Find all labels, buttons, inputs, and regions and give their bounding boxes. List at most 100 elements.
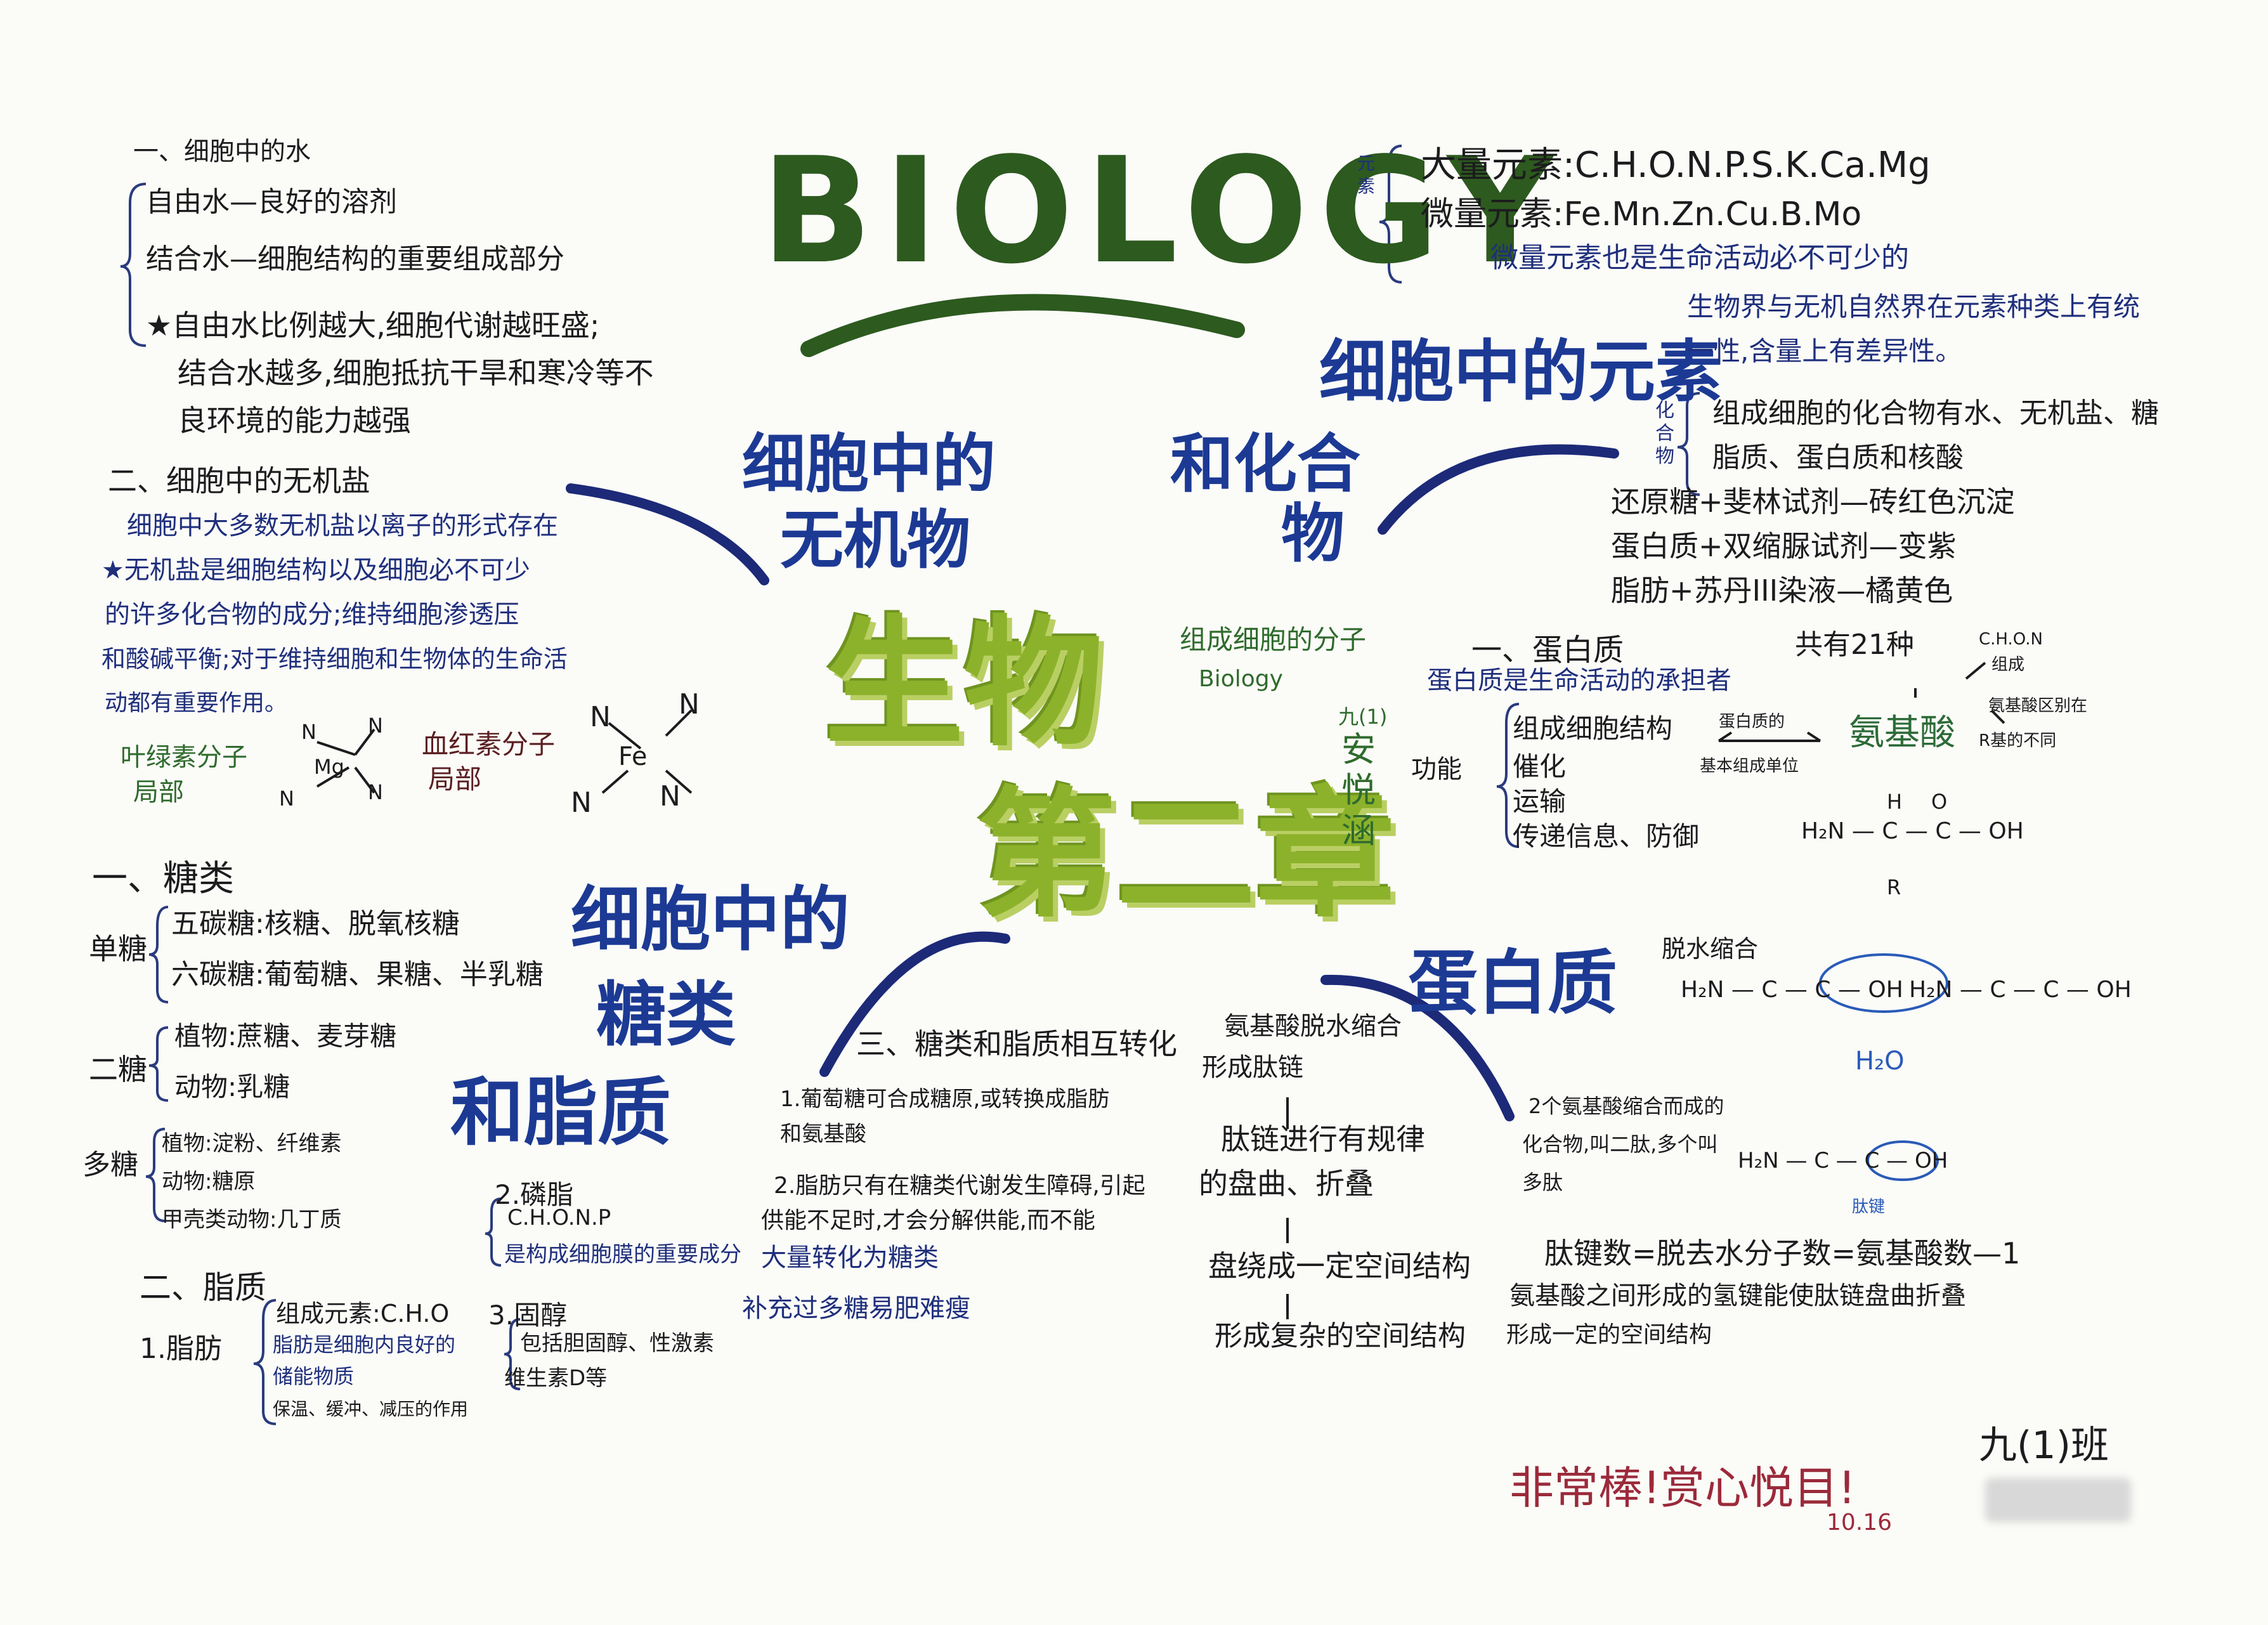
- amino-common-1: 氨基酸区别在: [1988, 696, 2088, 715]
- amino-cho-n: C.H.O.N: [1979, 630, 2043, 649]
- water-note-1: ★自由水比例越大,细胞代谢越旺盛;: [146, 308, 600, 343]
- convert-p1a: 1.葡萄糖可合成糖原,或转换成脂肪: [780, 1087, 1110, 1112]
- unity-line-2: 一性,含量上有差异性。: [1687, 336, 1962, 367]
- mg-atom: Mg: [314, 755, 344, 779]
- test-line-1: 还原糖+斐林试剂—砖红色沉淀: [1611, 485, 2015, 519]
- function-2: 催化: [1513, 751, 1567, 782]
- heme-label-1: 血红素分子: [422, 729, 556, 760]
- fat-item-4: 保温、缓冲、减压的作用: [273, 1399, 469, 1419]
- di-1: 植物:蔗糖、麦芽糖: [174, 1021, 397, 1052]
- protein-sub: 蛋白质是生命活动的承担者: [1427, 666, 1731, 695]
- dipeptide-2: 化合物,叫二肽,多个叫: [1522, 1132, 1718, 1156]
- center-title-line1: 生物: [824, 603, 1104, 765]
- fat-item-3: 储能物质: [273, 1364, 355, 1388]
- subtitle-en: Biology: [1199, 666, 1283, 692]
- fat-item-2: 脂肪是细胞内良好的: [273, 1333, 456, 1357]
- dehydration-label: 脱水缩合: [1662, 935, 1759, 963]
- sterol-item-1: 包括胆固醇、性激素: [520, 1331, 714, 1356]
- basic-unit-note-2: 基本组成单位: [1700, 757, 1799, 776]
- calc-line-3: 形成一定的空间结构: [1506, 1322, 1712, 1348]
- test-line-2: 蛋白质+双缩脲试剂—变紫: [1611, 529, 1957, 563]
- convert-p2b: 供能不足时,才会分解供能,而不能: [761, 1208, 1095, 1234]
- chlorophyll-n-2: N: [368, 714, 383, 738]
- convert-tip: 补充过多糖易肥难瘦: [742, 1294, 970, 1323]
- function-4: 传递信息、防御: [1513, 821, 1700, 852]
- chlorophyll-n-4: N: [368, 780, 383, 804]
- branch-elements-1: 细胞中的元素: [1319, 333, 1723, 411]
- compound-line-1: 组成细胞的化合物有水、无机盐、糖: [1712, 397, 2159, 429]
- poly-2: 动物:糖原: [162, 1169, 256, 1194]
- class-signature: 九(1)班: [1979, 1423, 2109, 1468]
- heme-n-3: N: [571, 786, 592, 819]
- peptide-bond-label: 肽键: [1852, 1198, 1886, 1217]
- phospholipid-item-2: 是构成细胞膜的重要成分: [504, 1242, 741, 1267]
- poly-1: 植物:淀粉、纤维素: [162, 1131, 342, 1156]
- branch-inorganic-2: 无机物: [780, 503, 970, 577]
- lipid-heading: 二、脂质: [140, 1269, 266, 1306]
- mono-label: 单糖: [89, 932, 147, 966]
- amino-acid-label: 氨基酸: [1849, 712, 1955, 754]
- branch-elements-2: 和化合: [1170, 427, 1360, 501]
- fat-label: 1.脂肪: [140, 1333, 222, 1365]
- micro-elements: 微量元素:Fe.Mn.Zn.Cu.B.Mo: [1421, 195, 1862, 233]
- salts-line-3: 的许多化合物的成分;维持细胞渗透压: [105, 600, 519, 629]
- subtitle: 组成细胞的分子: [1180, 624, 1367, 655]
- poly-label: 多糖: [82, 1149, 138, 1181]
- mono-2: 六碳糖:葡萄糖、果糖、半乳糖: [171, 958, 544, 991]
- compound-line-2: 脂质、蛋白质和核酸: [1712, 441, 1964, 474]
- water-free: 自由水—良好的溶剂: [146, 186, 397, 218]
- formula-h: H: [1887, 790, 1903, 814]
- heme-n-1: N: [590, 701, 611, 733]
- sugar-heading: 一、糖类: [92, 858, 234, 899]
- fe-atom: Fe: [618, 742, 648, 771]
- micro-note: 微量元素也是生命活动必不可少的: [1490, 242, 1909, 274]
- flow-3: 肽链进行有规律: [1221, 1122, 1425, 1156]
- compound-label: 化合物: [1655, 400, 1674, 467]
- branch-inorganic-1: 细胞中的: [742, 427, 996, 501]
- convert-heading: 三、糖类和脂质相互转化: [856, 1027, 1177, 1061]
- unity-line-1: 生物界与无机自然界在元素种类上有统: [1687, 291, 2141, 322]
- test-line-3: 脂肪+苏丹III染液—橘黄色: [1611, 573, 1953, 608]
- elements-side-label: 元素: [1357, 153, 1376, 197]
- convert-p2a: 2.脂肪只有在糖类代谢发生障碍,引起: [774, 1173, 1145, 1199]
- function-label: 功能: [1411, 755, 1462, 784]
- mono-1: 五碳糖:核糖、脱氧核糖: [171, 908, 460, 940]
- author-name: 安悦涵: [1341, 729, 1376, 851]
- formula-main: H₂N — C — C — OH: [1801, 818, 2024, 844]
- calc-line-2: 氨基酸之间形成的氢键能使肽链盘曲折叠: [1509, 1281, 1966, 1310]
- amino-cho-n-sub: 组成: [1991, 655, 2025, 674]
- function-3: 运输: [1513, 786, 1567, 817]
- water-heading: 一、细胞中的水: [133, 137, 311, 166]
- water-bound: 结合水—细胞结构的重要组成部分: [146, 243, 564, 275]
- chlorophyll-n-1: N: [301, 720, 316, 744]
- branch-sugar-3: 和脂质: [450, 1070, 671, 1156]
- salts-line-5: 动都有重要作用。: [105, 690, 288, 716]
- formula-o: O: [1931, 790, 1948, 814]
- flow-1: 氨基酸脱水缩合: [1224, 1012, 1402, 1041]
- water-note-2: 结合水越多,细胞抵抗干旱和寒冷等不: [178, 356, 654, 390]
- heme-n-2: N: [679, 688, 700, 721]
- heme-n-4: N: [660, 780, 681, 812]
- macro-elements: 大量元素:C.H.O.N.P.S.K.Ca.Mg: [1421, 145, 1931, 186]
- biology-title: BIOLOGY: [761, 127, 1565, 296]
- sterol-label: 3.固醇: [488, 1300, 568, 1331]
- chlorophyll-n-3: N: [279, 786, 294, 811]
- di-2: 动物:乳糖: [174, 1071, 290, 1102]
- branch-protein: 蛋白质: [1408, 943, 1617, 1024]
- flow-4: 的盘曲、折叠: [1199, 1166, 1374, 1201]
- blurred-name: [1985, 1478, 2131, 1522]
- di-label: 二糖: [89, 1052, 147, 1087]
- salts-heading: 二、细胞中的无机盐: [108, 464, 370, 498]
- center-title-line2: 第二章: [977, 774, 1396, 936]
- formula-r: R: [1887, 875, 1901, 899]
- phospholipid-item-1: C.H.O.N.P: [507, 1205, 611, 1230]
- water-note-3: 良环境的能力越强: [178, 403, 411, 438]
- flow-2: 形成肽链: [1202, 1053, 1303, 1082]
- flow-5: 盘绕成一定空间结构: [1208, 1249, 1471, 1283]
- function-1: 组成细胞结构: [1513, 713, 1673, 744]
- teacher-date: 10.16: [1827, 1510, 1893, 1536]
- branch-sugar-1: 细胞中的: [571, 879, 850, 960]
- teacher-comment: 非常棒!赏心悦目!: [1509, 1462, 1856, 1514]
- amino-common-2: R基的不同: [1979, 731, 2057, 750]
